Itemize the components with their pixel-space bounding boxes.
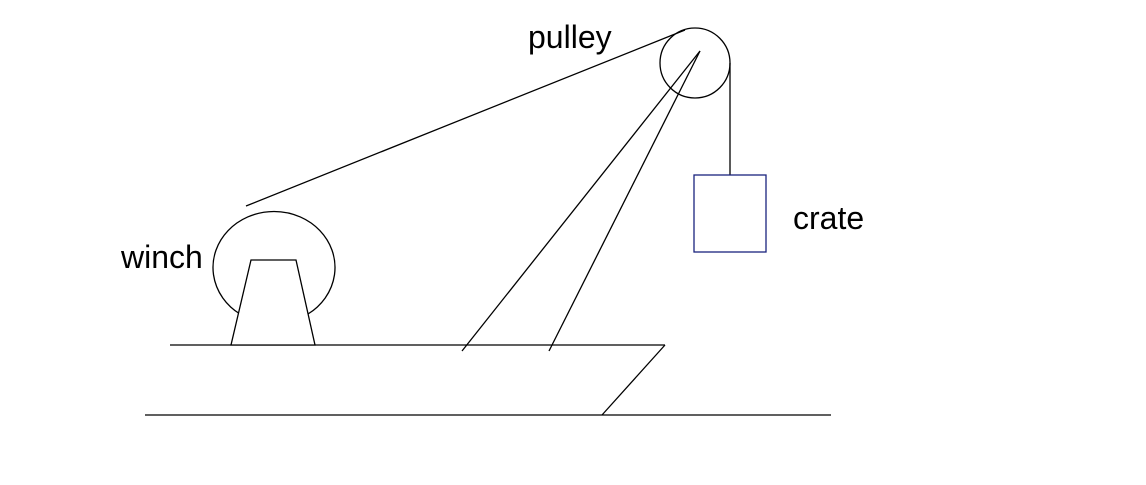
crate-label: crate <box>793 200 864 236</box>
winch-label: winch <box>120 239 203 275</box>
rope-winch-to-pulley <box>245 29 686 207</box>
pulley-label: pulley <box>528 19 612 55</box>
support-strut-left <box>461 50 701 352</box>
winch-drum <box>212 210 336 315</box>
crate-box <box>693 174 767 253</box>
pulley-wheel <box>659 27 731 99</box>
winch-base <box>230 259 316 346</box>
support-strut-right <box>548 50 701 352</box>
platform-slant-edge <box>601 344 666 416</box>
